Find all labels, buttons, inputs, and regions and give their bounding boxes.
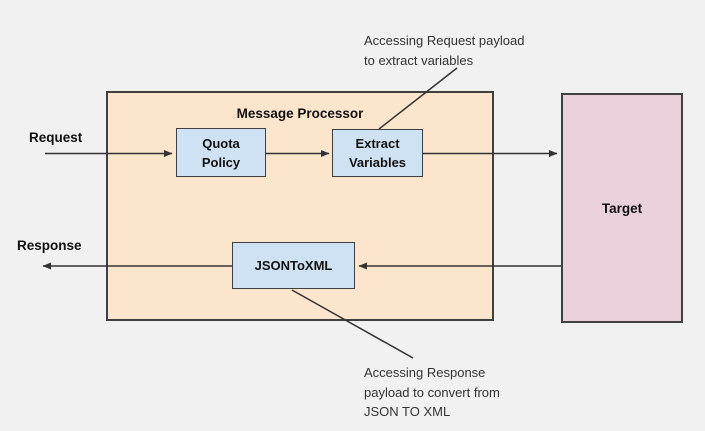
message-processor-title: Message Processor <box>236 106 364 121</box>
json-to-xml-node: JSONToXML <box>232 242 355 289</box>
request-label: Request <box>29 130 83 145</box>
quota-policy-node: Quota Policy <box>176 128 266 177</box>
response-payload-annotation: Accessing Response payload to convert fr… <box>364 365 500 419</box>
response-label: Response <box>17 238 82 253</box>
target-box: Target <box>561 93 683 323</box>
extract-variables-node: Extract Variables <box>332 129 423 177</box>
target-label: Target <box>601 200 643 216</box>
request-payload-annotation: Accessing Request payload to extract var… <box>364 33 525 68</box>
